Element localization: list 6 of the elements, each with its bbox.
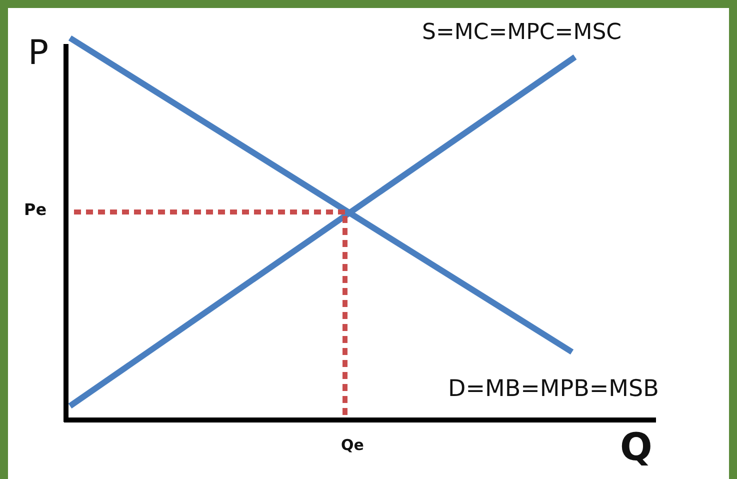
axis-label: P — [28, 36, 49, 70]
axis-label: S=MC=MPC=MSC — [422, 22, 622, 44]
axis-label: Qe — [341, 438, 364, 453]
axis-label: D=MB=MPB=MSB — [448, 378, 659, 401]
axis-label: Q — [620, 428, 652, 466]
axis-label: Pe — [24, 202, 47, 218]
